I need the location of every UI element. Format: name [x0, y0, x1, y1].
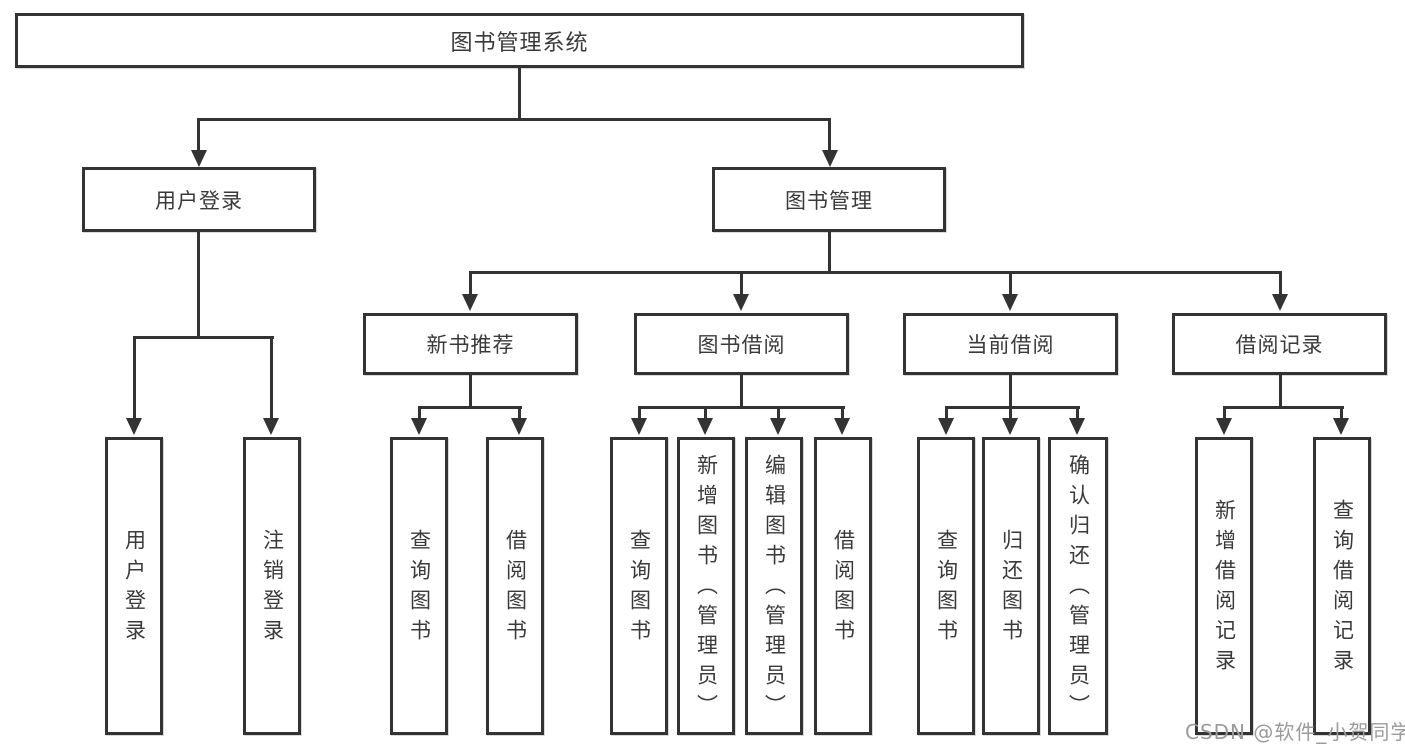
arrow-head: [822, 150, 838, 167]
connector-line: [1279, 375, 1282, 409]
connector-line: [777, 406, 780, 420]
node-leaf-return-books: 归还图书: [982, 437, 1040, 735]
node-new-book-recommendation: 新书推荐: [363, 313, 578, 375]
connector-line: [1009, 375, 1012, 409]
connector-line: [1279, 271, 1282, 297]
node-library-management-system: 图书管理系统: [15, 13, 1024, 68]
connector-line: [740, 375, 743, 409]
node-book-management: 图书管理: [712, 167, 946, 232]
arrow-head: [834, 418, 850, 435]
arrow-head: [411, 418, 427, 435]
arrow-head: [697, 418, 713, 435]
connector-line: [828, 118, 831, 152]
node-leaf-query-books-1: 查询图书: [390, 437, 448, 735]
node-leaf-confirm-return-admin: 确认归还（管理员）: [1048, 437, 1108, 735]
connector-line: [740, 271, 743, 297]
node-leaf-add-borrow-record: 新增借阅记录: [1195, 437, 1253, 735]
arrow-head: [462, 294, 478, 311]
connector-line: [133, 336, 136, 420]
connector-line: [1076, 406, 1079, 420]
node-leaf-borrow-books-2: 借阅图书: [814, 437, 872, 735]
connector-line: [638, 406, 641, 420]
connector-line: [270, 336, 273, 420]
node-book-borrowing: 图书借阅: [634, 313, 849, 375]
connector-line: [841, 406, 844, 420]
connector-line: [197, 232, 200, 339]
arrow-head: [1002, 294, 1018, 311]
connector-line: [1009, 271, 1012, 297]
arrow-head: [631, 418, 647, 435]
arrow-head: [1002, 418, 1018, 435]
connector-line: [1223, 406, 1344, 409]
connector-line: [469, 271, 472, 297]
connector-line: [1223, 406, 1226, 420]
node-leaf-query-borrow-record: 查询借阅记录: [1313, 437, 1371, 735]
connector-line: [133, 336, 274, 339]
connector-line: [704, 406, 707, 420]
connector-line: [197, 118, 831, 121]
arrow-head: [126, 418, 142, 435]
connector-line: [638, 406, 845, 409]
node-leaf-query-books-3: 查询图书: [917, 437, 975, 735]
arrow-head: [263, 418, 279, 435]
node-leaf-borrow-books-1: 借阅图书: [486, 437, 544, 735]
node-leaf-query-books-2: 查询图书: [610, 437, 668, 735]
connector-line: [945, 406, 1080, 409]
connector-line: [469, 375, 472, 409]
node-leaf-logout: 注销登录: [243, 437, 301, 735]
arrow-head: [1069, 418, 1085, 435]
arrow-head: [938, 418, 954, 435]
node-leaf-user-login: 用户登录: [105, 437, 163, 735]
arrow-head: [733, 294, 749, 311]
node-leaf-edit-books-admin: 编辑图书（管理员）: [745, 437, 803, 735]
connector-line: [518, 406, 521, 420]
connector-line: [418, 406, 421, 420]
connector-line: [197, 118, 200, 152]
node-leaf-add-books-admin: 新增图书（管理员）: [677, 437, 735, 735]
connector-line: [518, 68, 521, 121]
arrow-head: [1216, 418, 1232, 435]
node-borrow-records: 借阅记录: [1172, 313, 1387, 375]
node-user-login: 用户登录: [82, 167, 316, 232]
node-current-borrowing: 当前借阅: [903, 313, 1118, 375]
connector-line: [418, 406, 522, 409]
connector-line: [1009, 406, 1012, 420]
arrow-head: [191, 150, 207, 167]
connector-line: [828, 232, 831, 274]
arrow-head: [770, 418, 786, 435]
connector-line: [469, 271, 1282, 274]
connector-line: [945, 406, 948, 420]
connector-line: [1340, 406, 1343, 420]
arrow-head: [1333, 418, 1349, 435]
csdn-watermark: CSDN @软件_小贺同学: [1185, 720, 1405, 744]
arrow-head: [511, 418, 527, 435]
arrow-head: [1272, 294, 1288, 311]
